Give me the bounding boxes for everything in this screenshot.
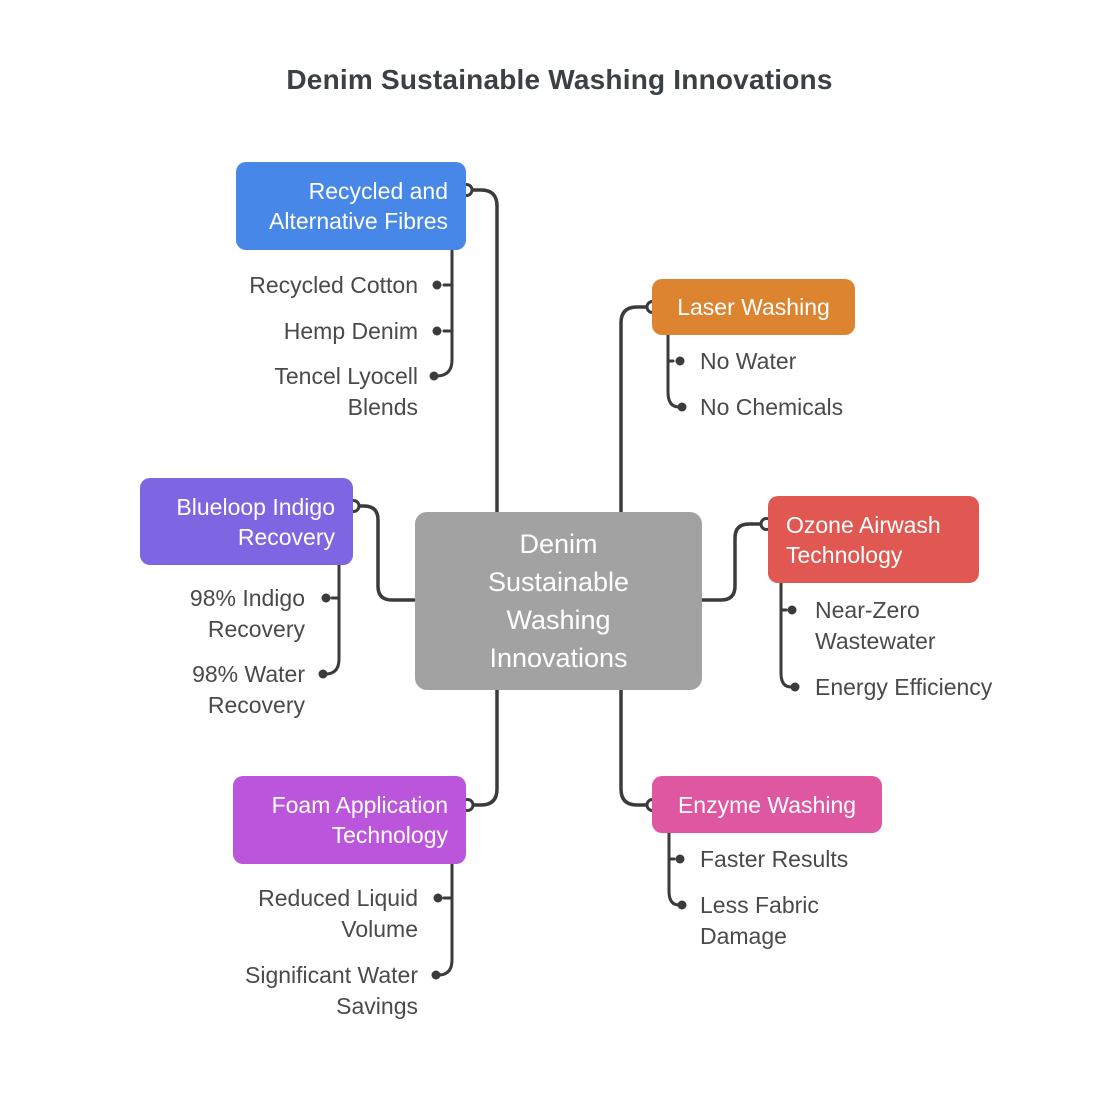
leaf-tencel-lyocell-blends: Tencel Lyocell Blends: [274, 363, 418, 420]
connector-foam-application: [471, 688, 499, 807]
leaf-no-water: No Water: [700, 348, 797, 374]
child-spine-laser-washing: [666, 333, 681, 409]
leaf-energy-efficiency: Energy Efficiency: [815, 674, 993, 700]
central-topic-line: Sustainable: [487, 567, 630, 597]
topic-enzyme-washing: Enzyme Washing: [652, 776, 882, 833]
leaf-dot: [790, 682, 800, 692]
leaf-near-zero-wastewater: Near-Zero Wastewater: [815, 597, 936, 654]
topic-recycled-fibres: Recycled and Alternative Fibres: [236, 162, 466, 250]
topic-foam-application: Foam Application Technology: [233, 776, 466, 864]
leaf-indigo-recovery: 98% Indigo Recovery: [189, 585, 305, 642]
central-topic-line: Innovations: [489, 643, 628, 673]
topic-label: Ozone Airwash Technology: [786, 511, 941, 568]
leaf-dot: [675, 356, 685, 366]
leaf-dot: [431, 970, 441, 980]
leaf-faster-results: Faster Results: [700, 846, 849, 872]
topic-ozone-airwash: Ozone Airwash Technology: [768, 496, 979, 583]
connector-blueloop-indigo: [357, 504, 417, 602]
leaf-water-recovery: 98% Water Recovery: [192, 661, 305, 718]
central-topic: Denim Sustainable Washing Innovations: [415, 512, 702, 690]
leaf-significant-water-savings: Significant Water Savings: [245, 962, 418, 1019]
child-spine-enzyme: [667, 831, 681, 907]
topic-label: Laser Washing: [677, 294, 830, 320]
topic-label: Foam Application Technology: [271, 792, 448, 848]
leaf-less-fabric-damage: Less Fabric Damage: [700, 892, 819, 949]
leaf-dot: [432, 280, 442, 290]
leaf-dot: [677, 900, 687, 910]
leaf-dot: [675, 854, 685, 864]
connector-enzyme-washing: [619, 688, 649, 807]
topic-laser-washing: Laser Washing: [652, 279, 855, 335]
leaf-dot: [433, 893, 443, 903]
central-topic-line: Denim: [519, 529, 598, 559]
connector-ozone-airwash: [700, 522, 763, 602]
connector-laser-washing: [619, 305, 649, 514]
leaf-dot: [429, 371, 439, 381]
connector-recycled-fibres: [470, 188, 499, 514]
topic-label: Blueloop Indigo Recovery: [176, 493, 335, 550]
topic-label: Enzyme Washing: [677, 791, 857, 818]
topic-blueloop-indigo: Blueloop Indigo Recovery: [140, 478, 353, 565]
diagram-title: Denim Sustainable Washing Innovations: [286, 64, 833, 95]
leaf-dot: [787, 605, 797, 615]
leaf-hemp-denim: Hemp Denim: [283, 318, 418, 344]
central-topic-line: Washing: [506, 605, 611, 635]
leaf-no-chemicals: No Chemicals: [700, 394, 844, 420]
topic-label: Recycled and Alternative Fibres: [269, 178, 448, 234]
child-spine-recycled-fibres: [436, 248, 454, 378]
leaf-reduced-liquid-volume: Reduced Liquid Volume: [258, 885, 418, 942]
child-spine-ozone: [779, 581, 793, 689]
leaf-dot: [677, 402, 687, 412]
leaf-dot: [321, 593, 331, 603]
leaf-recycled-cotton: Recycled Cotton: [249, 272, 418, 298]
leaf-dot: [432, 326, 442, 336]
leaf-dot: [318, 669, 328, 679]
child-spine-foam: [438, 862, 454, 977]
child-spine-blueloop: [325, 563, 341, 676]
